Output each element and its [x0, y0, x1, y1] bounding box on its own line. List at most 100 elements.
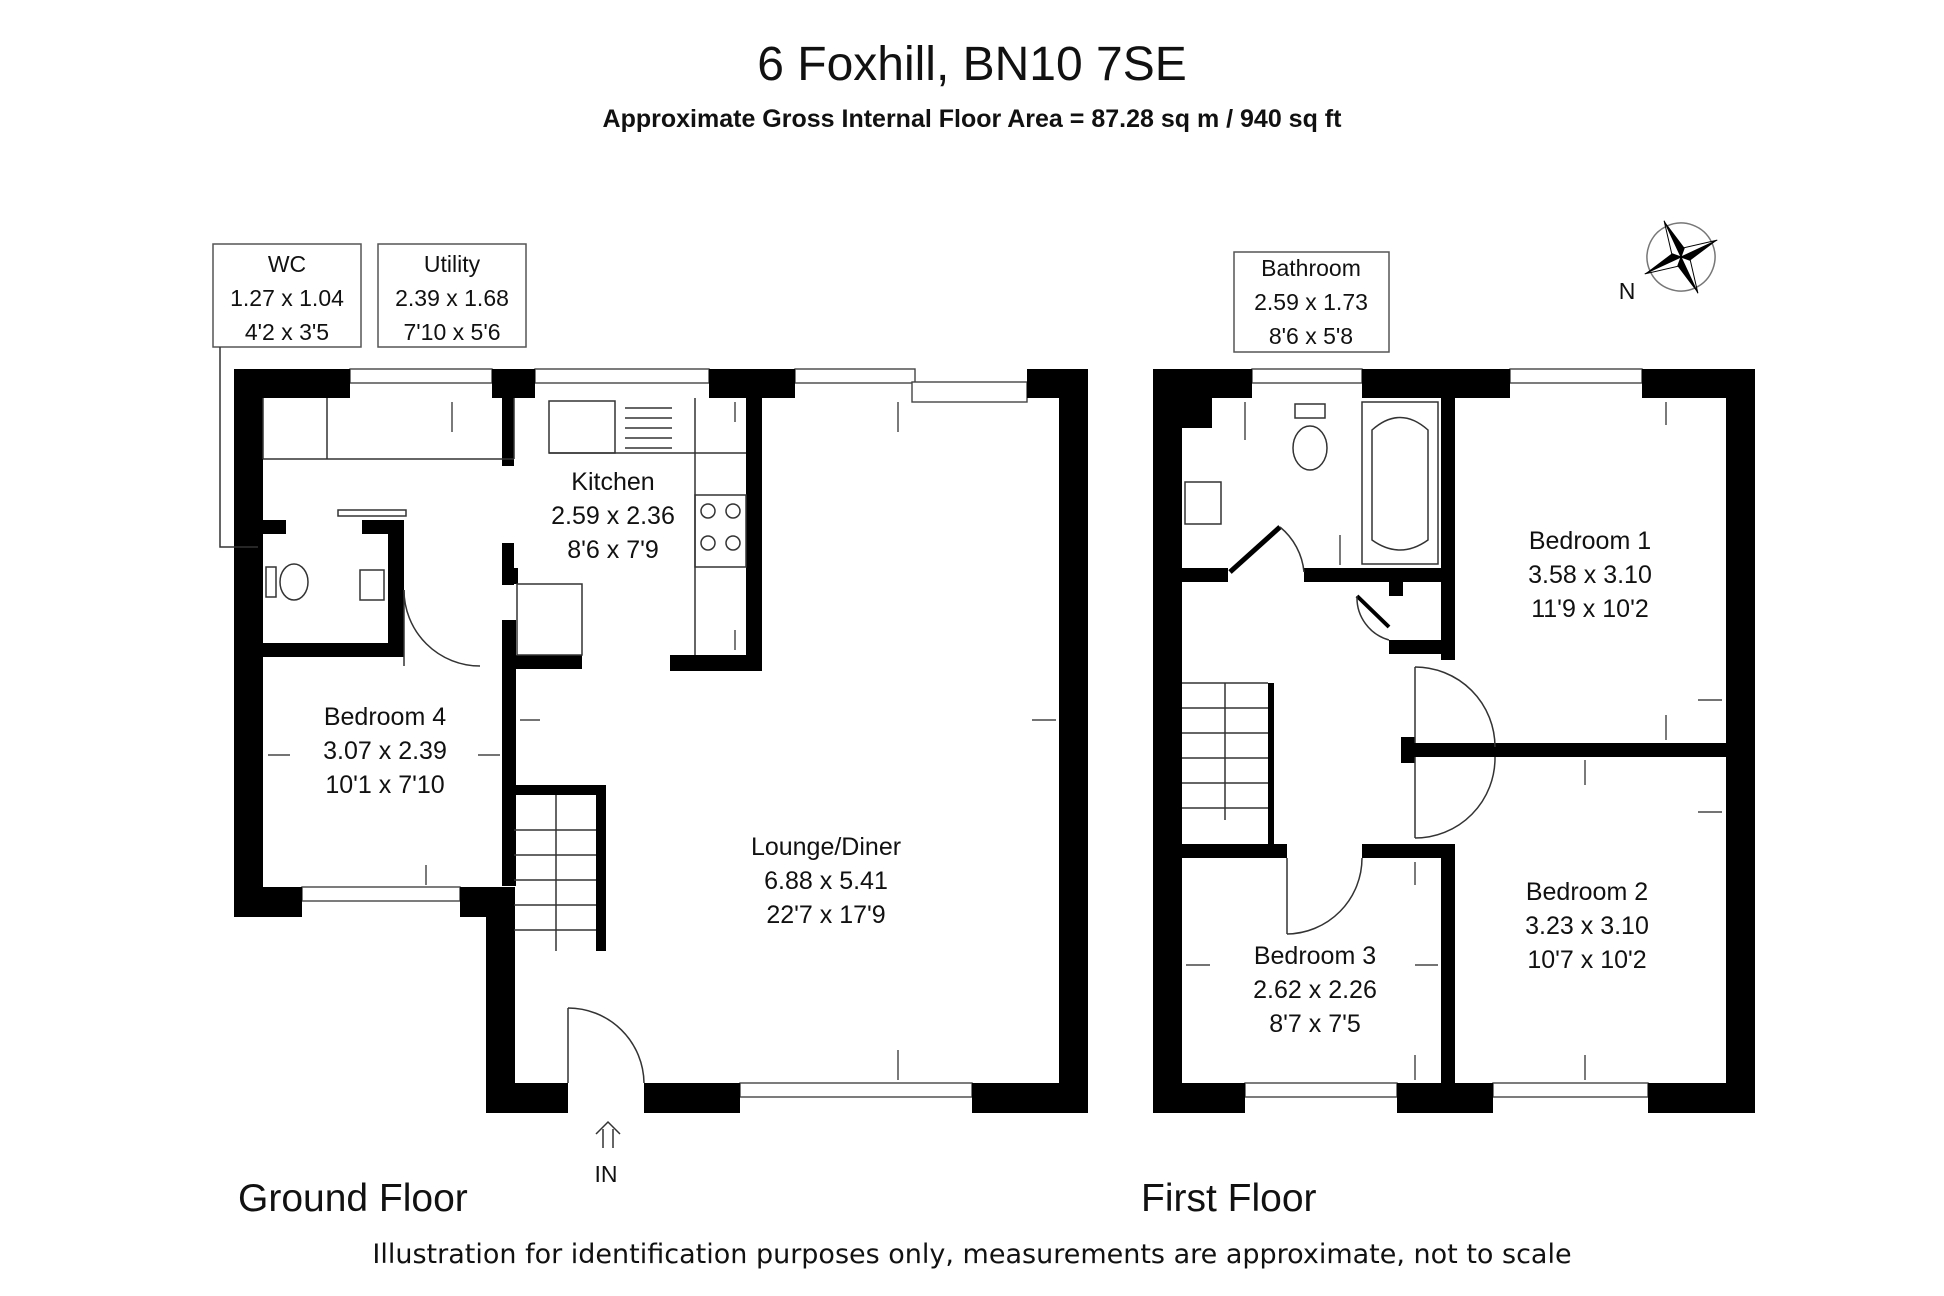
bathroom-metric: 2.59 x 1.73	[1254, 289, 1368, 315]
compass-north-label: N	[1619, 278, 1636, 304]
toilet-icon	[1292, 425, 1328, 471]
window	[911, 381, 1028, 403]
wall	[1182, 398, 1212, 428]
bedroom2-metric: 3.23 x 3.10	[1525, 912, 1649, 940]
wall	[746, 398, 762, 671]
kitchen-imperial: 8'6 x 7'9	[567, 536, 659, 564]
window	[1251, 368, 1363, 384]
utility-metric: 2.39 x 1.68	[395, 285, 509, 311]
floor-area-subtitle: Approximate Gross Internal Floor Area = …	[603, 105, 1343, 133]
window	[534, 368, 710, 384]
wall	[263, 520, 286, 534]
wall	[1059, 369, 1088, 1113]
bedroom1-metric: 3.58 x 3.10	[1528, 561, 1652, 589]
door-swing	[1286, 857, 1363, 935]
lounge-metric: 6.88 x 5.41	[764, 867, 888, 895]
first-floor-plan: Bathroom 2.59 x 1.73 8'6 x 5'8 Bedroom 1…	[1141, 251, 1755, 1220]
wall	[1441, 844, 1455, 1083]
entrance-arrow-icon	[595, 1120, 621, 1148]
wc-label-box	[212, 243, 362, 348]
stairs-icon	[514, 795, 596, 951]
window	[1492, 1082, 1649, 1098]
window	[739, 1082, 973, 1098]
wc-imperial: 4'2 x 3'5	[245, 319, 329, 345]
wall	[1401, 737, 1415, 763]
wall	[1441, 398, 1455, 660]
utility-imperial: 7'10 x 5'6	[403, 319, 500, 345]
wall	[502, 620, 516, 886]
ground-floor-label: Ground Floor	[238, 1177, 468, 1220]
wall	[1182, 568, 1228, 582]
bedroom3-metric: 2.62 x 2.26	[1253, 976, 1377, 1004]
wall	[709, 369, 795, 398]
wall	[1153, 1083, 1245, 1113]
fridge-icon	[516, 583, 583, 656]
bedroom4-metric: 3.07 x 2.39	[323, 737, 447, 765]
wall	[1362, 844, 1454, 858]
bedroom4-imperial: 10'1 x 7'10	[325, 771, 444, 799]
window	[1244, 1082, 1398, 1098]
lounge-imperial: 22'7 x 17'9	[766, 901, 885, 929]
page-title: 6 Foxhill, BN10 7SE	[757, 38, 1187, 91]
wall	[1304, 568, 1444, 582]
wall	[486, 1083, 568, 1113]
door-swing	[567, 1007, 645, 1084]
wall	[670, 655, 762, 671]
wall	[1362, 369, 1510, 398]
bathroom-imperial: 8'6 x 5'8	[1269, 323, 1353, 349]
wall	[492, 369, 535, 398]
door-swing	[403, 589, 481, 667]
wall	[1268, 683, 1274, 844]
wall	[1389, 640, 1455, 654]
bathtub-icon	[1361, 401, 1439, 565]
wall	[1182, 844, 1287, 858]
wall	[486, 887, 515, 1113]
wall	[263, 643, 404, 657]
wc-metric: 1.27 x 1.04	[230, 285, 344, 311]
window	[1509, 368, 1643, 384]
ground-floor-plan: WC 1.27 x 1.04 4'2 x 3'5 Utility 2.39 x …	[212, 243, 1088, 1220]
toilet-icon	[279, 563, 309, 601]
basin-icon	[359, 569, 385, 601]
door-swing	[1414, 756, 1496, 839]
bedroom2-name: Bedroom 2	[1526, 878, 1648, 906]
wall	[1397, 1083, 1493, 1113]
entrance-label: IN	[595, 1161, 618, 1187]
bedroom4-name: Bedroom 4	[324, 703, 446, 731]
wall	[502, 398, 514, 466]
wall	[1648, 1083, 1755, 1113]
hob-icon	[694, 494, 747, 568]
basin-icon	[1184, 481, 1222, 525]
dimension-arrows	[1186, 402, 1722, 1080]
wall	[1153, 369, 1182, 1113]
utility-name: Utility	[424, 251, 481, 277]
wall	[514, 655, 582, 669]
utility-label-box	[377, 243, 527, 348]
wall	[972, 1083, 1088, 1113]
stairs-icon	[1182, 682, 1268, 820]
window	[301, 886, 461, 902]
door-swing	[1414, 666, 1496, 748]
sink-icon	[548, 400, 616, 454]
wall	[514, 785, 606, 795]
bedroom3-imperial: 8'7 x 7'5	[1269, 1010, 1361, 1038]
wall	[234, 369, 263, 917]
window	[349, 368, 493, 384]
wall	[1726, 369, 1755, 1113]
kitchen-metric: 2.59 x 2.36	[551, 502, 675, 530]
kitchen-name: Kitchen	[571, 468, 654, 496]
wall	[1389, 582, 1403, 596]
bedroom3-name: Bedroom 3	[1254, 942, 1376, 970]
first-floor-label: First Floor	[1141, 1177, 1317, 1220]
window	[794, 368, 916, 384]
drainer-icon	[625, 407, 672, 449]
wall	[234, 887, 302, 917]
lounge-name: Lounge/Diner	[751, 833, 901, 861]
leader-line	[219, 347, 258, 548]
wc-name: WC	[268, 251, 306, 277]
bedroom2-imperial: 10'7 x 10'2	[1527, 946, 1646, 974]
shelf-icon	[337, 509, 407, 517]
bedroom1-name: Bedroom 1	[1529, 527, 1651, 555]
wall	[644, 1083, 740, 1113]
